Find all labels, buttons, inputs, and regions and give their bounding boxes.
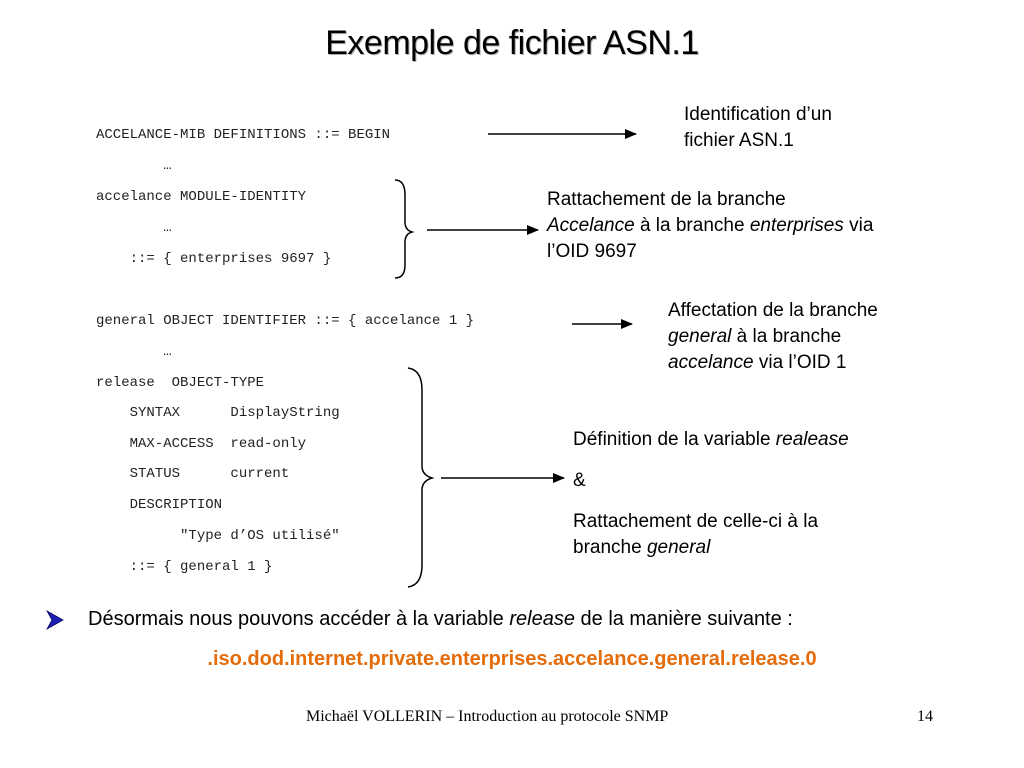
note-line: branche general	[573, 535, 818, 561]
note-line: Affectation de la branche	[668, 300, 878, 321]
code-line: release OBJECT-TYPE	[96, 375, 265, 391]
code-line: DESCRIPTION	[96, 497, 223, 513]
code-line: ACCELANCE-MIB DEFINITIONS ::= BEGIN	[96, 127, 391, 143]
note-rattachement-general: Rattachement de celle-ci à la branche ge…	[573, 509, 818, 561]
note-text: à la branche	[731, 326, 842, 347]
note-text: via l’OID 1	[753, 352, 847, 373]
code-line: …	[96, 220, 172, 236]
bullet-text: Désormais nous pouvons accéder à la vari…	[88, 608, 793, 631]
code-line: "Type d’OS utilisé"	[96, 528, 340, 544]
note-identification: Identification d’un fichier ASN.1	[684, 102, 832, 154]
note-definition-release: Définition de la variable realease	[573, 427, 849, 453]
bullet-italic: release	[509, 608, 575, 630]
note-italic: general	[668, 326, 732, 347]
note-line: l’OID 9697	[547, 241, 637, 262]
note-line: Rattachement de celle-ci à la	[573, 511, 819, 532]
note-line: Rattachement de la branche	[547, 189, 786, 210]
note-italic: accelance	[668, 352, 754, 373]
note-affectation-general: Affectation de la branche general à la b…	[668, 298, 878, 376]
code-line: ::= { enterprises 9697 }	[96, 251, 332, 267]
footer-author: Michaël VOLLERIN – Introduction au proto…	[306, 708, 669, 725]
note-line: accelance via l’OID 1	[668, 350, 878, 376]
note-line: fichier ASN.1	[684, 130, 794, 151]
arrowhead-bullet-icon	[46, 610, 64, 630]
page-number: 14	[917, 708, 933, 725]
brace-2	[407, 367, 435, 588]
note-text: à la branche	[634, 215, 750, 236]
note-line: general à la branche	[668, 324, 878, 350]
bullet-text-part: Désormais nous pouvons accéder à la vari…	[88, 608, 510, 630]
code-line: …	[96, 158, 172, 174]
code-line: general OBJECT IDENTIFIER ::= { accelanc…	[96, 313, 475, 329]
note-text: via	[843, 215, 874, 236]
code-line: SYNTAX DisplayString	[96, 405, 340, 421]
note-text: Définition de la variable	[573, 429, 776, 450]
code-line: …	[96, 344, 172, 360]
oid-path: .iso.dod.internet.private.enterprises.ac…	[207, 648, 817, 670]
brace-1	[394, 179, 415, 279]
note-italic: enterprises	[749, 215, 844, 236]
note-italic: realease	[775, 429, 849, 450]
code-line: ::= { general 1 }	[96, 559, 273, 575]
note-italic: Accelance	[547, 215, 635, 236]
note-line: Identification d’un	[684, 104, 832, 125]
bullet-text-part: de la manière suivante :	[574, 608, 793, 630]
note-rattachement-accelance: Rattachement de la branche Accelance à l…	[547, 187, 873, 265]
code-line: MAX-ACCESS read-only	[96, 436, 307, 452]
slide-title: Exemple de fichier ASN.1	[325, 24, 699, 62]
code-line: accelance MODULE-IDENTITY	[96, 189, 307, 205]
note-line: Accelance à la branche enterprises via	[547, 213, 873, 239]
note-ampersand: &	[573, 470, 586, 491]
note-italic: general	[646, 537, 711, 558]
note-line: Définition de la variable realease	[573, 427, 849, 453]
code-line: STATUS current	[96, 466, 290, 482]
note-text: branche	[573, 537, 647, 558]
